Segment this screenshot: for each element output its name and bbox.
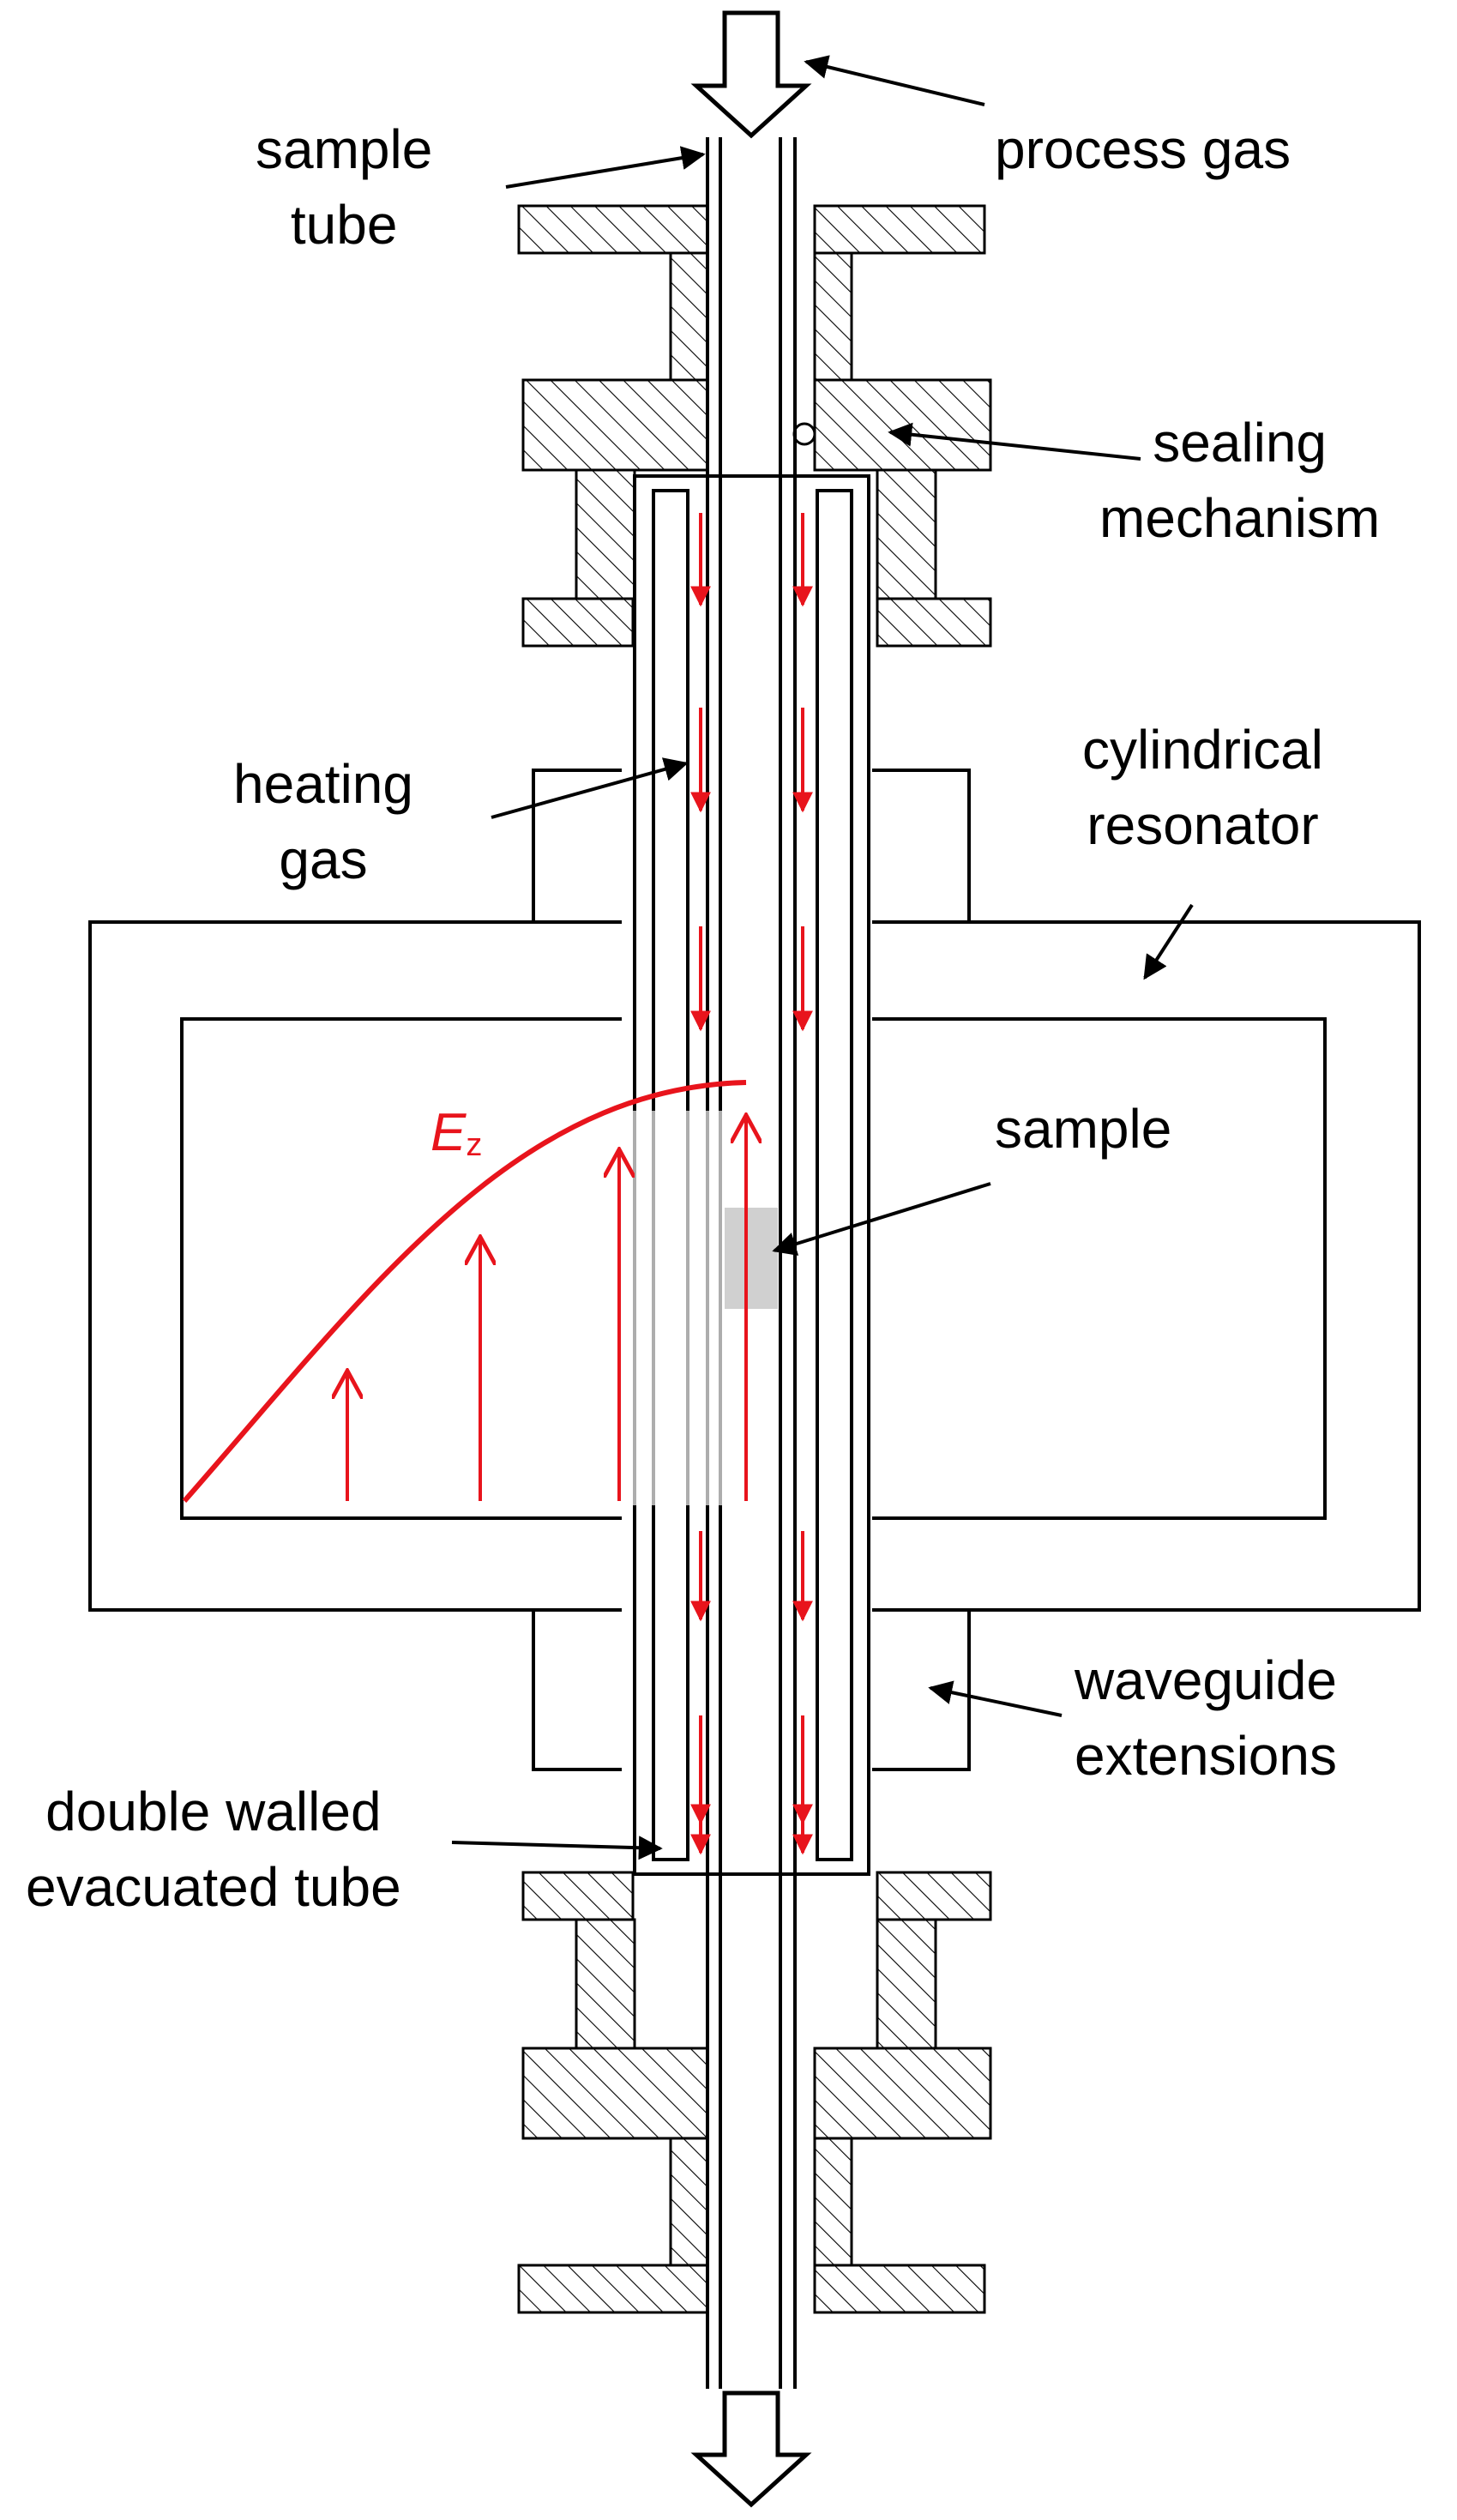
leader-double-walled-tube [451,1836,663,1860]
top-flange-assembly [517,204,992,648]
label-sample-tube: sample tube [256,118,433,256]
sealing-o-ring [792,422,816,446]
leader-process-gas [804,55,985,106]
ez-field-label: Ez [430,1102,482,1164]
leader-sample [772,1182,991,1256]
label-sample: sample [995,1098,1172,1160]
process-gas-inlet-arrow [690,10,812,139]
ez-field-symbol: E [430,1103,467,1162]
label-heating-gas: heating gas [233,753,413,890]
leader-cylindrical-resonator [1143,903,1194,980]
label-double-walled-tube: double walled evacuated tube [26,1781,401,1918]
leader-sealing-mechanism [888,422,1141,461]
ez-field-curve [182,1080,747,1503]
heating-gas-flow-arrows [690,513,813,1855]
cylindrical-resonator-body [88,920,1421,1612]
label-sealing-mechanism: sealing mechanism [1099,412,1381,549]
leader-sample-tube [505,146,706,189]
waveguide-extensions [532,769,971,1771]
leader-waveguide-extensions [928,1680,1063,1717]
label-waveguide-extensions: waveguide extensions [1075,1649,1337,1787]
bottom-flange-assembly [517,1871,992,2314]
leader-arrows [451,55,1194,1860]
ez-field-magnitude-arrows [347,1115,746,1501]
sample-block [725,1208,778,1309]
leader-heating-gas [491,757,689,819]
label-process-gas: process gas [995,118,1291,180]
ez-field-subscript: z [466,1127,483,1163]
label-cylindrical-resonator: cylindrical resonator [1082,719,1323,856]
process-gas-outlet-arrow [690,2390,812,2508]
